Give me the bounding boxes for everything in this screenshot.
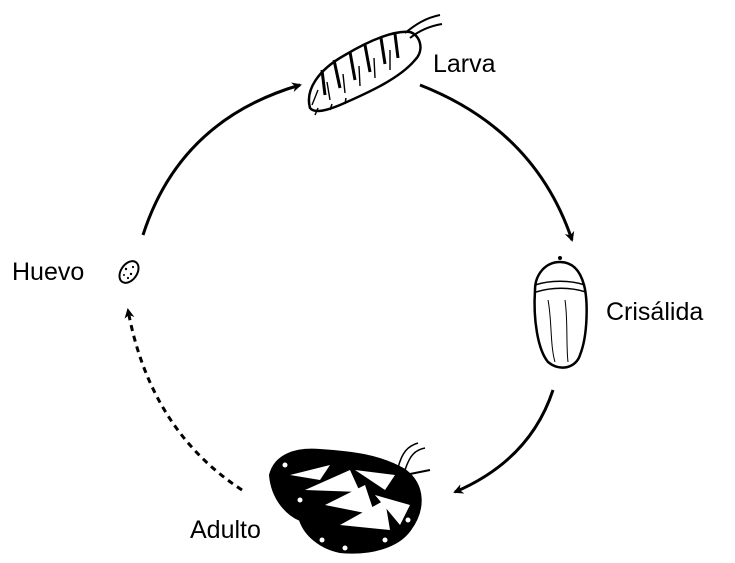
caterpillar-icon <box>309 15 442 115</box>
arrow-egg-to-larva <box>143 85 300 235</box>
chrysalis-icon <box>535 256 587 368</box>
egg-icon <box>116 258 143 287</box>
butterfly-icon <box>270 443 430 553</box>
arrow-pupa-to-adult <box>455 390 553 492</box>
label-adult: Adulto <box>190 516 261 544</box>
label-egg: Huevo <box>12 258 84 286</box>
arrow-adult-to-egg <box>128 310 242 490</box>
arrow-larva-to-pupa <box>420 85 572 240</box>
label-pupa: Crisálida <box>606 298 703 326</box>
label-larva: Larva <box>433 50 496 78</box>
